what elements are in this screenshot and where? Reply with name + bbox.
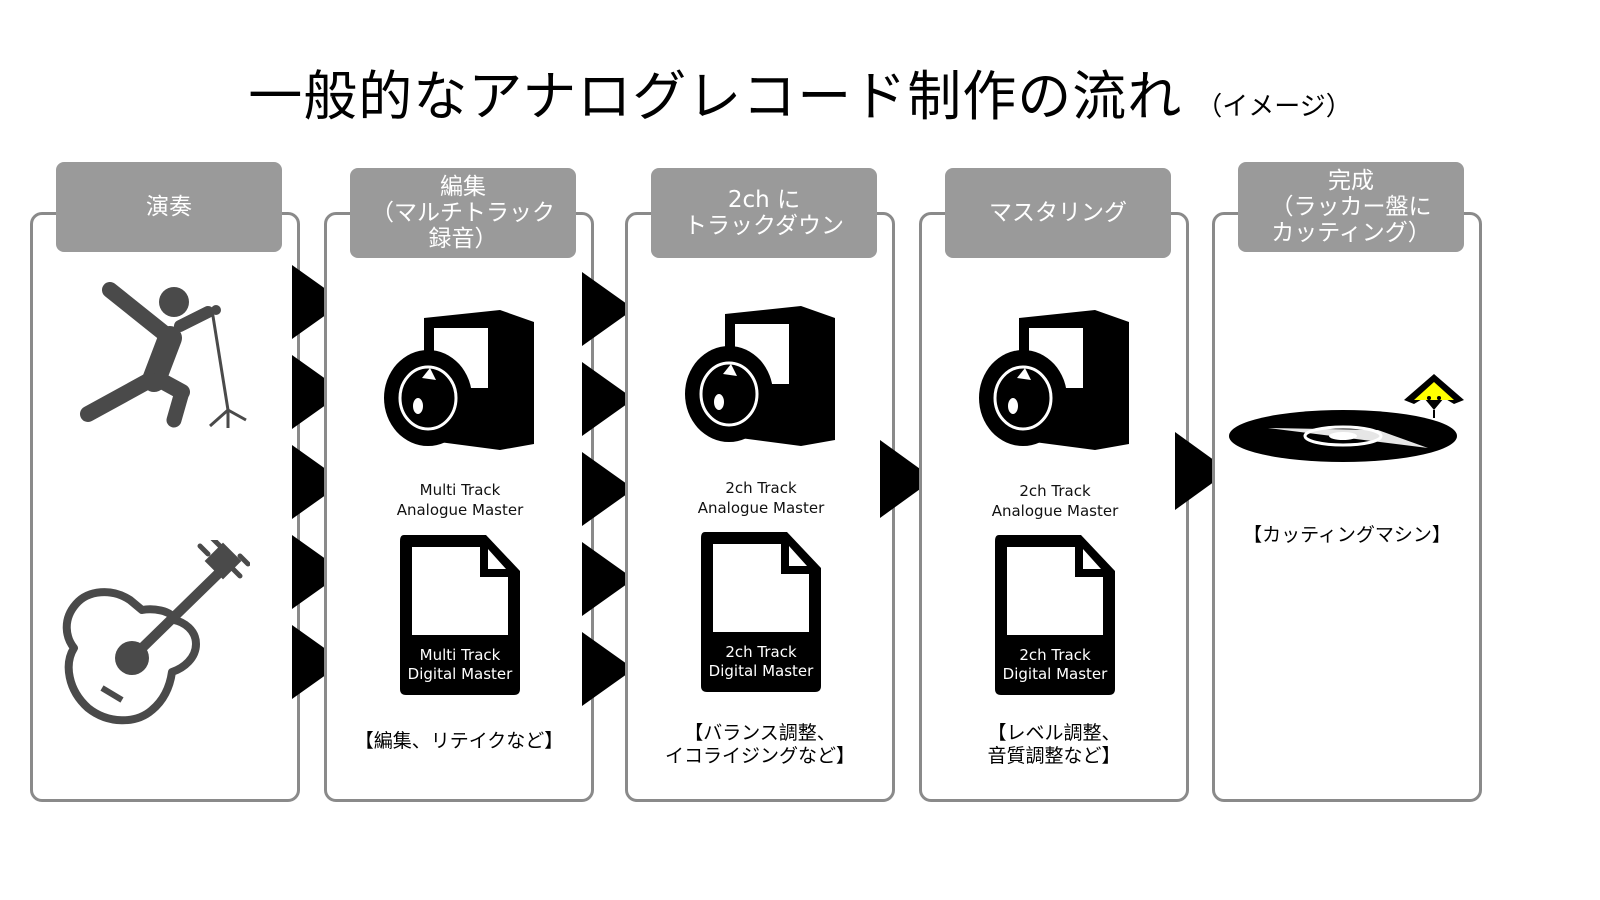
stage-note-completion: 【カッティングマシン】 xyxy=(1243,524,1451,546)
stage-heading-label: マスタリング xyxy=(989,200,1127,226)
tape-machine-icon xyxy=(685,306,835,446)
record-cutting-icon xyxy=(1229,374,1464,462)
stage-mastering xyxy=(919,212,1189,802)
flow-arrow-1e xyxy=(292,625,344,699)
digital-master-label: 2ch Track Digital Master xyxy=(1002,646,1108,683)
title-main: 一般的なアナログレコード制作の流れ xyxy=(248,65,1183,128)
flow-arrow-2d xyxy=(582,542,634,616)
stage-heading-label: 編集 （マルチトラック 録音） xyxy=(371,174,555,252)
stage-note-mastering: 【レベル調整、 音質調整など】 xyxy=(987,722,1121,767)
singer-icon xyxy=(80,282,247,428)
document-icon xyxy=(400,535,520,695)
tape-machine-icon xyxy=(979,310,1129,450)
stage-heading-performance: 演奏 xyxy=(56,162,282,252)
flow-arrow-2b xyxy=(582,362,634,436)
guitar-icon xyxy=(62,540,250,725)
stage-heading-editing: 編集 （マルチトラック 録音） xyxy=(350,168,576,258)
flow-arrow-1c xyxy=(292,445,344,519)
diagram-title: 一般的なアナログレコード制作の流れ （イメージ） xyxy=(0,52,1600,131)
document-icon xyxy=(701,532,821,692)
flow-arrow-2e xyxy=(582,632,634,706)
flow-arrow-4 xyxy=(1175,432,1229,510)
stage-heading-completion: 完成 （ラッカー盤に カッティング） xyxy=(1238,162,1464,252)
stage-heading-label: 完成 （ラッカー盤に カッティング） xyxy=(1270,168,1432,246)
stage-note-editing: 【編集、リテイクなど】 xyxy=(354,730,564,752)
title-sub: （イメージ） xyxy=(1196,92,1352,122)
document-icon xyxy=(995,535,1115,695)
flow-arrow-1d xyxy=(292,535,344,609)
flow-arrow-2c xyxy=(582,452,634,526)
tape-machine-icon xyxy=(384,310,534,450)
stage-heading-label: 演奏 xyxy=(146,194,192,220)
flow-arrow-2a xyxy=(582,272,634,346)
analogue-master-label: 2ch Track Analogue Master xyxy=(991,482,1119,520)
flow-arrow-1a xyxy=(292,265,344,339)
analogue-master-label: 2ch Track Analogue Master xyxy=(697,479,825,517)
stage-heading-trackdown: 2ch に トラックダウン xyxy=(651,168,877,258)
flow-arrow-3 xyxy=(880,440,934,518)
analogue-master-label: Multi Track Analogue Master xyxy=(396,481,524,519)
stage-heading-mastering: マスタリング xyxy=(945,168,1171,258)
digital-master-label: Multi Track Digital Master xyxy=(407,646,513,683)
digital-master-label: 2ch Track Digital Master xyxy=(708,643,814,680)
stage-completion xyxy=(1212,212,1482,802)
stage-heading-label: 2ch に トラックダウン xyxy=(683,187,845,239)
flow-arrow-1b xyxy=(292,355,344,429)
stage-note-trackdown: 【バランス調整、 イコライジングなど】 xyxy=(664,722,855,767)
